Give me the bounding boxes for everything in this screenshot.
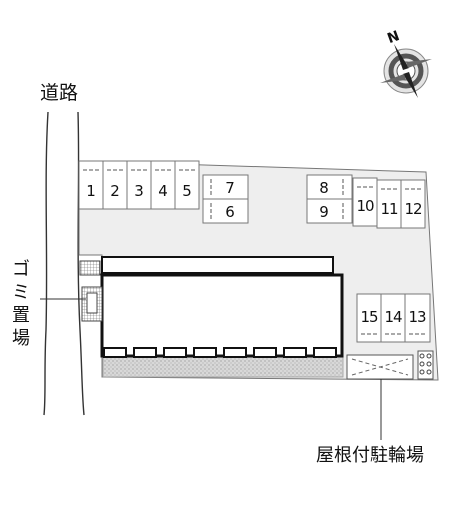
balcony-notch: [163, 347, 187, 358]
parking-slot-6: 6: [225, 203, 235, 221]
parking-slot-9: 9: [319, 203, 329, 221]
building-upper: [101, 256, 334, 274]
bike-parking: [346, 354, 414, 380]
parking-slot-1: 1: [86, 182, 96, 200]
balcony-notch: [133, 347, 157, 358]
bike-parking-label: 屋根付駐輪場: [316, 445, 424, 466]
compass-north-label: N: [385, 28, 401, 47]
parking-slot-12: 12: [404, 200, 422, 218]
road-label: 道路: [40, 82, 78, 104]
parking-stacked-pair: 7 6: [202, 174, 249, 224]
road-edge-left: [43, 111, 49, 416]
parking-slot-10: 10: [356, 197, 374, 215]
parking-slot-2: 2: [110, 182, 120, 200]
parking-slot-4: 4: [158, 182, 168, 200]
building-main: [100, 273, 344, 358]
utility-meter: [417, 350, 434, 380]
parking-top-row: 1 2 3 4 5: [78, 160, 200, 210]
balcony-notch: [193, 347, 217, 358]
balcony-notches: [103, 347, 337, 358]
parking-slot-8: 8: [319, 179, 329, 197]
compass-icon: N: [380, 28, 432, 98]
parking-right-row: 10 11 12: [352, 177, 426, 229]
parking-bottom-row: 15 14 13: [356, 293, 431, 343]
balcony-notch: [283, 347, 307, 358]
parking-slot-11: 11: [380, 200, 398, 218]
garbage-label-4: 場: [12, 328, 30, 349]
balcony-notch: [253, 347, 277, 358]
parking-slot-14: 14: [384, 308, 402, 326]
gravel-strip: [102, 355, 344, 378]
garbage-label-1: ゴ: [12, 259, 30, 280]
parking-slot-7: 7: [225, 179, 235, 197]
garbage-label-2: ミ: [12, 282, 30, 303]
balcony-notch: [223, 347, 247, 358]
parking-slot-15: 15: [360, 308, 378, 326]
parking-slot-5: 5: [182, 182, 192, 200]
parking-slot-3: 3: [134, 182, 144, 200]
garbage-station-top: [79, 260, 101, 276]
parking-right-pair: 8 9: [306, 174, 353, 224]
parking-slot-13: 13: [408, 308, 426, 326]
balcony-notch: [313, 347, 337, 358]
garbage-label-3: 置: [12, 305, 30, 326]
balcony-notch: [103, 347, 127, 358]
